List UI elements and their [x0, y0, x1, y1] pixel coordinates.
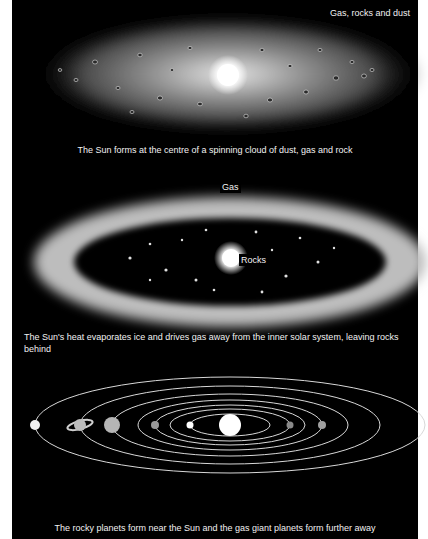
region-label: Gas, rocks and dust	[328, 7, 412, 19]
panel-caption: The rocky planets form near the Sun and …	[14, 522, 416, 534]
region-label: Gas	[220, 181, 241, 193]
panel-caption: The Sun forms at the centre of a spinnin…	[14, 144, 416, 156]
region-label: Rocks	[239, 254, 268, 266]
panel-caption: The Sun's heat evaporates ice and drives…	[24, 331, 408, 355]
